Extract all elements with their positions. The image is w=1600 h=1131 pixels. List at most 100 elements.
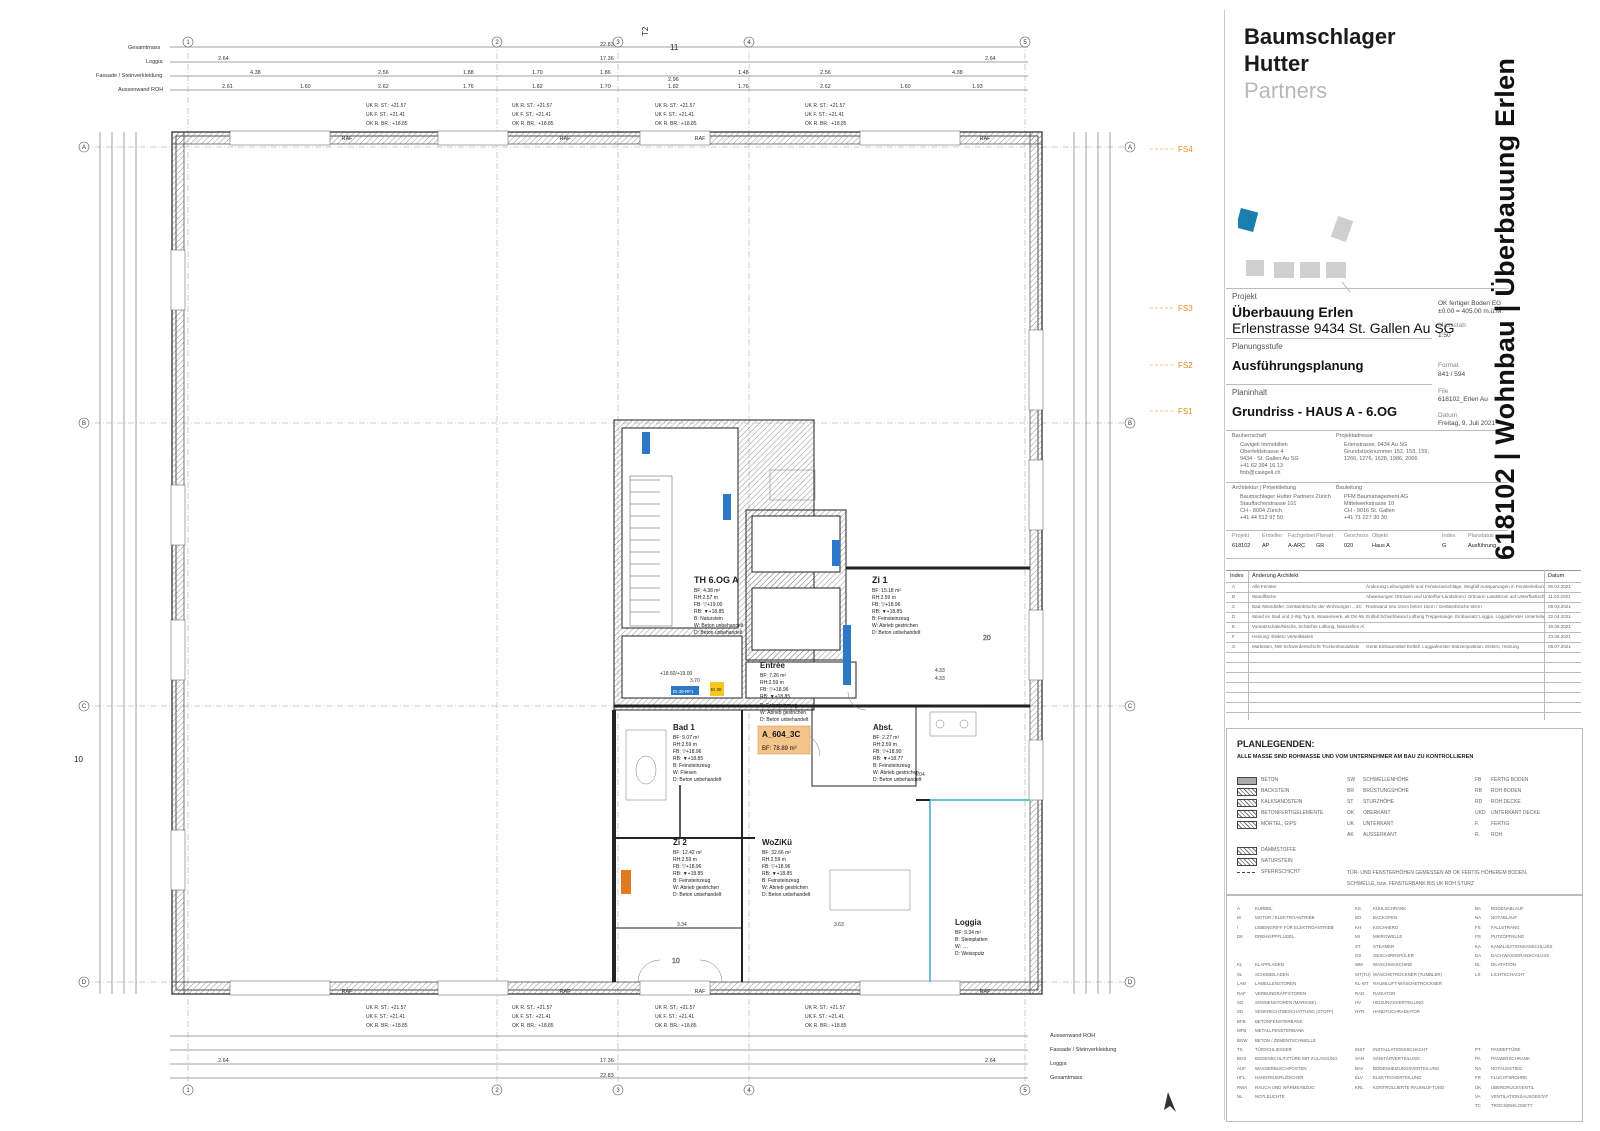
raf-label-5: RAF	[342, 989, 354, 995]
abbreviation-entry: VA	[1475, 1094, 1481, 1099]
plan-code-header: Planstatus	[1468, 533, 1494, 539]
section-fs1: FS1	[1178, 407, 1193, 416]
abbreviation-entry: VENTILATIONSAUSGESTAT	[1491, 1094, 1549, 1099]
consultant-line-2: Mittelwerkstrasse 10	[1344, 501, 1395, 507]
legend-swatch	[1237, 847, 1257, 855]
room-area: BF: 7.26 m²	[760, 673, 786, 679]
room-ceiling: D: Beton unbehandelt	[873, 777, 922, 783]
dim-f-b: 2.56	[378, 70, 389, 76]
room-fb: FB: ▽+18.96	[673, 864, 702, 870]
abbreviation-entry: HANDFEUERLÖSCHER	[1255, 1075, 1304, 1081]
abbreviation-entry: FR	[1475, 1075, 1481, 1081]
room-area: BF: 9.07 m²	[673, 735, 699, 741]
dim-a-j: 1.60	[900, 84, 911, 90]
revision-index: A	[1232, 584, 1236, 589]
wtag-1c: OK R. BR.: +18.85	[366, 121, 408, 127]
dim-334: 3.34	[677, 922, 687, 928]
fire-tag-blue-5	[671, 686, 699, 695]
grid-row-a: A	[82, 145, 86, 151]
plan-code-value: AP	[1262, 543, 1270, 549]
abbreviation-entry: PANZERSCHRANK	[1491, 1056, 1530, 1062]
consultant-line-1: PFM Baumanagement AG	[1344, 494, 1409, 500]
firm-name-line1: Baumschlager	[1244, 24, 1396, 49]
revision-detail: Änderung Leibungstiefe und Fensteranschl…	[1366, 584, 1544, 589]
dim-f-g: 2.56	[820, 70, 831, 76]
revision-text: Markisten, NW Schwerdenschicht Trockenba…	[1252, 644, 1360, 649]
revision-date: 05.02.2021	[1548, 584, 1571, 589]
revision-row-line	[1226, 622, 1581, 623]
legend-abbr: BR	[1347, 788, 1354, 794]
fixtures: 20 10	[625, 469, 991, 983]
legend-note-2: SCHWELLE, bzw. FENSTERBANK BIS UK ROH ST…	[1347, 881, 1474, 887]
room-fb: FB: ▽+18.96	[762, 864, 791, 870]
room-name: TH 6.OG A	[694, 575, 739, 585]
room-stamps: TH 6.OG A BF: 4.38 m² RH:2.57 m FB: ▽+19…	[673, 575, 988, 957]
room-name: Zi 2	[673, 838, 687, 847]
abbreviation-entry: DREHKIPPFLÜGEL	[1255, 934, 1295, 940]
content-value: Grundriss - HAUS A - 6.OG	[1232, 404, 1398, 419]
revision-row-line	[1226, 612, 1581, 613]
abbreviation-entry: PT	[1475, 1047, 1481, 1052]
abbreviation-entry: BO	[1355, 915, 1362, 921]
wtag-6c: OK R. BR.: +18.85	[512, 1023, 554, 1029]
scale-value: 1:50	[1438, 332, 1451, 339]
dim-label-gesamtmass-bottom: Gesamtmass	[1050, 1075, 1083, 1081]
legend-material-label: SPERRSCHICHT	[1261, 869, 1301, 875]
consultant-label: Bauleitung	[1336, 485, 1362, 491]
abbreviation-entry: ÜK	[1475, 1084, 1482, 1090]
legend-abbr: SW	[1347, 777, 1356, 783]
revision-row-line	[1226, 632, 1581, 633]
room-wall: W: Abrieb gestrichen	[872, 623, 918, 629]
room-entree: Entrée BF: 7.26 m² RH:2.59 m FB: ▽+18.96…	[760, 661, 809, 723]
firm-name-line2: Hutter	[1244, 51, 1309, 76]
legend-abbr: R.	[1475, 832, 1480, 838]
dim-loggia-a-bottom: 2.64	[218, 1058, 229, 1064]
client-line-5: fmb@cavigeli.ch	[1240, 470, 1281, 476]
room-name: Abst.	[873, 723, 893, 732]
wtag-5a: UK R. ST.: +21.57	[366, 1005, 406, 1011]
section-fs4: FS4	[1178, 145, 1193, 154]
room-floor: B: Steinplatten	[955, 937, 988, 943]
abbreviation-entry: KÜHLSCHRANK	[1373, 906, 1407, 911]
abbreviation-entry: WÄSCHETROCKNER (TUMBLER)	[1373, 971, 1443, 977]
abbreviation-entry: HYR	[1355, 1009, 1365, 1015]
dim-label-aussenwand-bottom: Aussenwand ROH	[1050, 1033, 1095, 1039]
abbreviation-entry: DA	[1475, 953, 1482, 958]
wtag-2a: UK R. ST.: +21.57	[512, 103, 552, 109]
room-loggia: Loggia BF: 9.34 m² B: Steinplatten W: ..…	[955, 918, 988, 957]
legend-abbr: RD	[1475, 799, 1483, 805]
room-floor: B: Feinsteinzeug	[873, 763, 910, 769]
plan-code-header: Geschoss	[1344, 533, 1369, 539]
legend-abbr: SCHWELLENHÖHE	[1363, 777, 1409, 783]
revision-header: Datum	[1548, 573, 1565, 579]
abbreviation-entry: WT(TU)	[1355, 971, 1371, 977]
abbreviation-entry: GESCHIRRSPÜLER	[1373, 953, 1414, 958]
abbreviation-entry: PA	[1475, 1056, 1481, 1062]
legend-abbr: UKD	[1475, 810, 1486, 816]
wtag-5b: UK F. ST.: +21.41	[366, 1014, 405, 1020]
apartment-walls	[612, 419, 1030, 982]
abbreviation-entry: PANDEFTÜRE	[1491, 1047, 1521, 1052]
wtag-5c: OK R. BR.: +18.85	[366, 1023, 408, 1029]
revision-index: C	[1232, 604, 1236, 609]
file-label: File	[1438, 388, 1449, 395]
abbreviation-entry: RAD	[1355, 990, 1365, 996]
legend-abbr: UNTERKANT	[1363, 821, 1394, 827]
wtag-7c: OK R. BR.: +18.85	[655, 1023, 697, 1029]
abbreviation-entry: NA	[1475, 1065, 1482, 1071]
revision-index: G	[1232, 644, 1236, 649]
legend-material-label: KALKSANDSTEIN	[1261, 799, 1303, 805]
abbreviation-entry: A	[1237, 906, 1240, 911]
abbreviation-entry: SD	[1237, 1009, 1244, 1015]
parcel-label: Projektadresse	[1336, 433, 1373, 439]
ref-height-label: OK fertiger Boden EG	[1438, 300, 1502, 307]
door-number-20: 20	[983, 635, 991, 642]
abbreviation-entry: INST	[1355, 1047, 1366, 1052]
fire-tag-yellow-label: EI 30	[711, 687, 722, 692]
abbreviation-entry: DACHWASSERANSCHLUSS	[1491, 953, 1550, 958]
revision-header: Änderung Architekt	[1252, 573, 1299, 579]
abbreviation-entry: BETONFENSTERBANK	[1255, 1018, 1303, 1024]
room-height: RH:2.59 m	[673, 857, 697, 863]
room-fb: FB: ▽+18.96	[872, 602, 901, 608]
abbreviation-entry: BODENABLAUF	[1491, 906, 1524, 911]
